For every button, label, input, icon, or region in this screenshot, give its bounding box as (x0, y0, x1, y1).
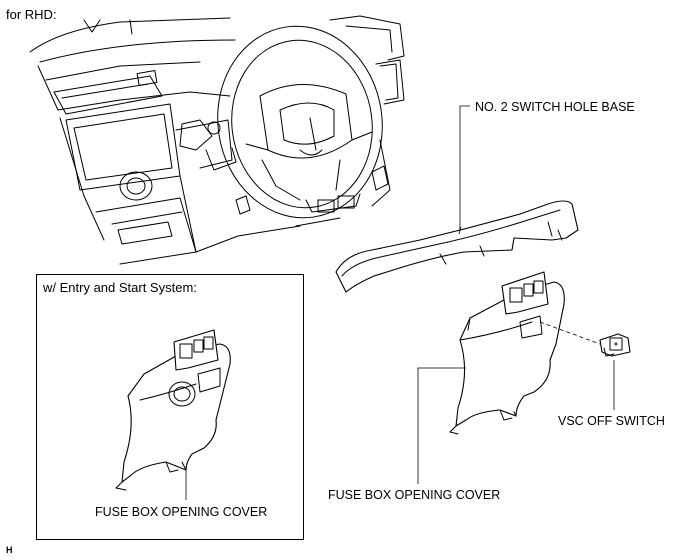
fuse-box-cover-part (449, 271, 565, 435)
figure-code: H (6, 545, 13, 555)
switch-hole-base-label: NO. 2 SWITCH HOLE BASE (475, 100, 635, 114)
inset-fuse-box-cover (115, 329, 231, 491)
switch-hole-base-part (335, 200, 579, 293)
inset-fuse-box-cover-label: FUSE BOX OPENING COVER (95, 505, 268, 519)
inset-title: w/ Entry and Start System: (43, 280, 197, 295)
leader-lines (185, 105, 615, 500)
fuse-box-cover-label: FUSE BOX OPENING COVER (328, 488, 501, 502)
vsc-off-switch-label: VSC OFF SWITCH (558, 414, 665, 428)
vsc-off-switch-part (539, 321, 631, 357)
entry-start-system-inset: w/ Entry and Start System: FUSE BOX OPEN… (36, 274, 304, 540)
variant-label: for RHD: (6, 7, 57, 22)
dashboard-illustration (29, 15, 405, 265)
